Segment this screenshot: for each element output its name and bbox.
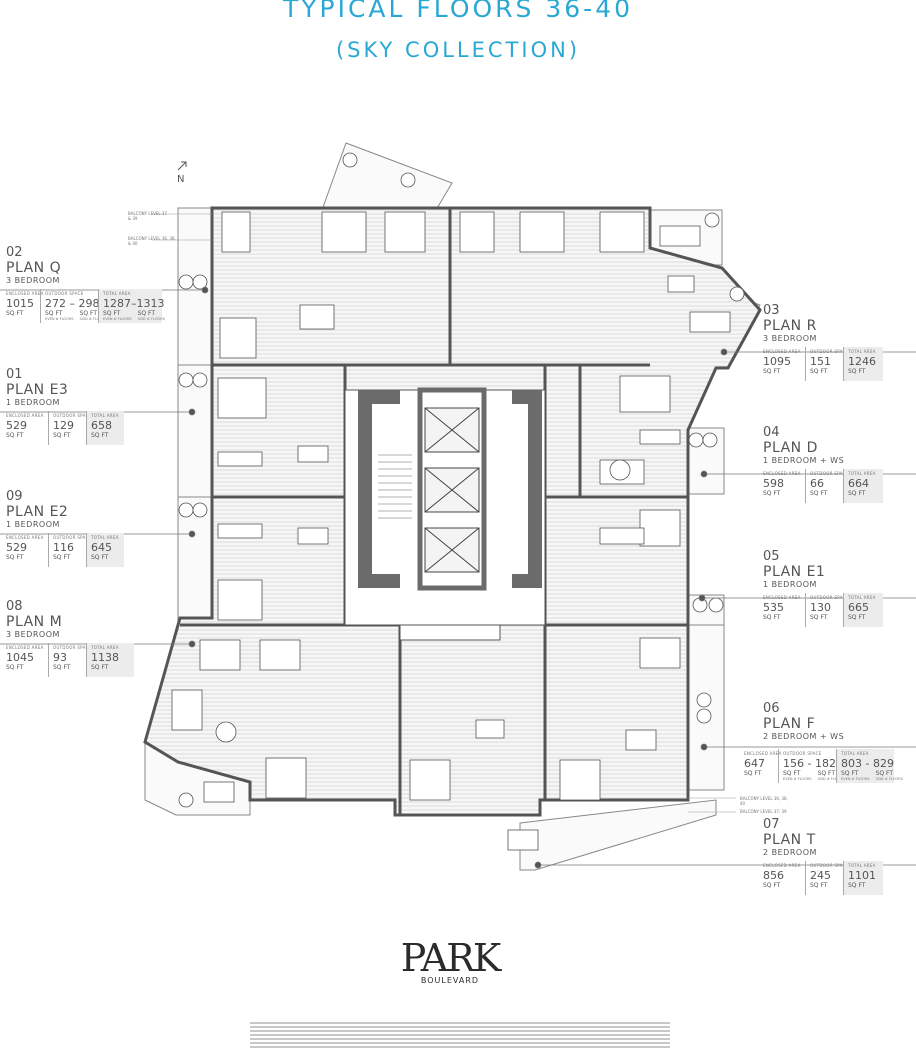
plan-name: PLAN D xyxy=(763,440,818,456)
area-table: ENCLOSED AREA 529 SQ FT OUTDOOR SPACE 11… xyxy=(6,533,124,567)
plan-name: PLAN E3 xyxy=(6,382,69,398)
plan-name: PLAN M xyxy=(6,614,63,630)
plan-q-info: 02 PLAN Q 3 BEDROOM ENCLOSED AREA 1015 S… xyxy=(6,245,165,323)
plan-bedrooms: 3 BEDROOM xyxy=(763,334,817,343)
total-area: TOTAL AREA 1101 SQ FT xyxy=(843,861,883,895)
plan-f-info: 06 PLAN F 2 BEDROOM + WS xyxy=(763,702,844,742)
plan-number: 07 xyxy=(763,817,780,832)
plan-number: 08 xyxy=(6,599,23,614)
logo-subtext: BOULEVARD xyxy=(420,976,480,985)
enclosed-area: ENCLOSED AREA 529 SQ FT xyxy=(6,535,44,561)
total-area: TOTAL AREA 1246 SQ FT xyxy=(843,347,883,381)
plan-bedrooms: 1 BEDROOM + WS xyxy=(763,456,845,465)
furniture xyxy=(171,152,745,851)
plan-number: 04 xyxy=(763,425,780,440)
enclosed-area: ENCLOSED AREA 647 SQ FT xyxy=(744,751,782,777)
enclosed-area: ENCLOSED AREA 856 SQ FT xyxy=(763,863,801,889)
plan-name: PLAN F xyxy=(763,716,816,732)
outdoor-space: OUTDOOR SPACE 151 SQ FT xyxy=(805,347,848,381)
outdoor-space: OUTDOOR SPACE 130 SQ FT xyxy=(805,593,848,627)
enclosed-area: ENCLOSED AREA 1045 SQ FT xyxy=(6,645,44,671)
outdoor-space: OUTDOOR SPACE 66 SQ FT xyxy=(805,469,848,503)
outdoor-space: OUTDOOR SPACE 129 SQ FT xyxy=(48,411,91,445)
disclaimer-fine-print xyxy=(250,1022,670,1050)
north-label: N xyxy=(177,174,184,185)
plan-number: 09 xyxy=(6,489,23,504)
plan-number: 06 xyxy=(763,701,780,716)
plan-e2-info: 09 PLAN E2 1 BEDROOM ENCLOSED AREA 529 S… xyxy=(6,490,124,567)
plan-bedrooms: 1 BEDROOM xyxy=(6,520,60,529)
balcony-label-bottom-b: BALCONY LEVEL 37, 39 xyxy=(740,809,787,814)
plan-m-info: 08 PLAN M 3 BEDROOM ENCLOSED AREA 1045 S… xyxy=(6,600,134,677)
park-boulevard-logo: PARK BOULEVARD xyxy=(400,936,502,985)
total-area: TOTAL AREA 664 SQ FT xyxy=(843,469,883,503)
area-table: ENCLOSED AREA 529 SQ FT OUTDOOR SPACE 12… xyxy=(6,411,124,445)
plan-name: PLAN E1 xyxy=(763,564,826,580)
area-table: ENCLOSED AREA 598 SQ FT OUTDOOR SPACE 66… xyxy=(763,469,883,503)
balcony-label-top-a: BALCONY LEVEL 37 & 39 xyxy=(128,211,167,221)
plan-t-info: 07 PLAN T 2 BEDROOM ENCLOSED AREA 856 SQ… xyxy=(763,818,883,895)
plan-f-area-table: ENCLOSED AREA 647 SQ FT OUTDOOR SPACE 15… xyxy=(744,749,903,783)
plan-number: 01 xyxy=(6,367,23,382)
area-table: ENCLOSED AREA 856 SQ FT OUTDOOR SPACE 24… xyxy=(763,861,883,895)
plan-bedrooms: 2 BEDROOM + WS xyxy=(763,732,845,741)
plan-e3-info: 01 PLAN E3 1 BEDROOM ENCLOSED AREA 529 S… xyxy=(6,368,124,445)
plan-bedrooms: 1 BEDROOM xyxy=(763,580,817,589)
building-core xyxy=(344,387,546,641)
enclosed-area: ENCLOSED AREA 529 SQ FT xyxy=(6,413,44,439)
plan-e1-info: 05 PLAN E1 1 BEDROOM ENCLOSED AREA 535 S… xyxy=(763,550,883,627)
total-area: TOTAL AREA 658 SQ FT xyxy=(86,411,124,445)
plan-bedrooms: 1 BEDROOM xyxy=(6,398,60,407)
enclosed-area: ENCLOSED AREA 535 SQ FT xyxy=(763,595,801,621)
enclosed-area: ENCLOSED AREA 598 SQ FT xyxy=(763,471,801,497)
page-title: TYPICAL FLOORS 36-40 xyxy=(282,0,634,23)
balcony-label-bottom-a: BALCONY LEVEL 36, 38, 40 xyxy=(740,796,788,806)
enclosed-area: ENCLOSED AREA 1095 SQ FT xyxy=(763,349,801,375)
north-arrow-icon xyxy=(177,161,187,171)
balcony-label-top-b: BALCONY LEVEL 36, 38, & 40 xyxy=(128,236,176,246)
total-area: TOTAL AREA 1138 SQ FT xyxy=(86,643,134,677)
plan-d-info: 04 PLAN D 1 BEDROOM + WS ENCLOSED AREA 5… xyxy=(763,426,883,503)
outdoor-space: OUTDOOR SPACE 245 SQ FT xyxy=(805,861,848,895)
outdoor-space: OUTDOOR SPACE 116 SQ FT xyxy=(48,533,91,567)
plan-name: PLAN T xyxy=(763,832,816,848)
plan-bedrooms: 3 BEDROOM xyxy=(6,276,60,285)
plan-name: PLAN R xyxy=(763,318,817,334)
plan-number: 03 xyxy=(763,303,780,318)
plan-name: PLAN Q xyxy=(6,260,62,276)
area-table: ENCLOSED AREA 1015 SQ FT OUTDOOR SPACE 2… xyxy=(6,289,165,323)
outdoor-space: OUTDOOR SPACE 93 SQ FT xyxy=(48,643,91,677)
plan-bedrooms: 3 BEDROOM xyxy=(6,630,60,639)
area-table: ENCLOSED AREA 535 SQ FT OUTDOOR SPACE 13… xyxy=(763,593,883,627)
area-table: ENCLOSED AREA 1045 SQ FT OUTDOOR SPACE 9… xyxy=(6,643,134,677)
enclosed-area: ENCLOSED AREA 1015 SQ FT xyxy=(6,291,44,317)
plan-number: 05 xyxy=(763,549,780,564)
logo-text: PARK xyxy=(400,936,502,980)
total-area: TOTAL AREA 665 SQ FT xyxy=(843,593,883,627)
area-table: ENCLOSED AREA 1095 SQ FT OUTDOOR SPACE 1… xyxy=(763,347,883,381)
total-area: TOTAL AREA 645 SQ FT xyxy=(86,533,124,567)
plan-name: PLAN E2 xyxy=(6,504,69,520)
page-subtitle: (SKY COLLECTION) xyxy=(335,38,581,62)
plan-bedrooms: 2 BEDROOM xyxy=(763,848,817,857)
plan-r-info: 03 PLAN R 3 BEDROOM ENCLOSED AREA 1095 S… xyxy=(763,304,883,381)
plan-number: 02 xyxy=(6,245,23,260)
